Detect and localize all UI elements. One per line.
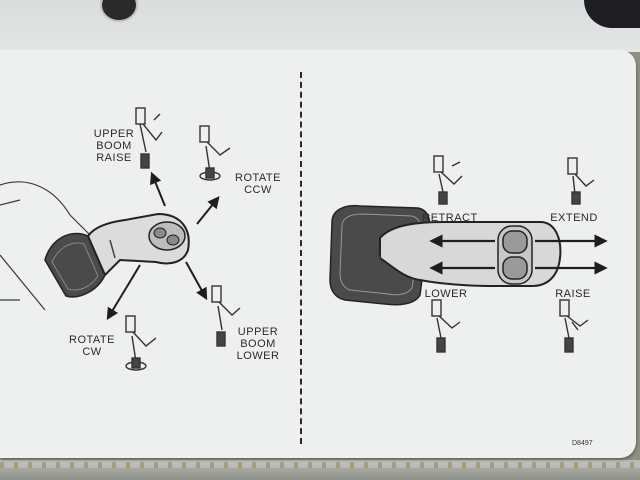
- left-joystick-icon: [44, 212, 190, 298]
- rust-streak: [0, 462, 640, 468]
- label-upper-boom-lower: UPPER BOOM LOWER: [236, 326, 280, 362]
- label-lower: LOWER: [424, 288, 468, 300]
- right-joystick-icon: [329, 204, 562, 306]
- label-rotate-ccw: ROTATE CCW: [235, 172, 281, 196]
- label-upper-boom-raise: UPPER BOOM RAISE: [93, 128, 135, 164]
- label-retract: RETRACT: [422, 212, 478, 224]
- lever-pictograms-left: [125, 107, 241, 371]
- label-extend: EXTEND: [550, 212, 598, 224]
- label-rotate-cw: ROTATE CW: [69, 334, 115, 358]
- lever-pictograms-right: [431, 155, 595, 353]
- machine-outline: [0, 181, 96, 311]
- left-arrows: [106, 171, 220, 321]
- panel-divider: [300, 72, 302, 444]
- right-arrows: [429, 234, 608, 275]
- decal-code: D8497: [572, 440, 593, 447]
- label-raise: RAISE: [555, 288, 591, 300]
